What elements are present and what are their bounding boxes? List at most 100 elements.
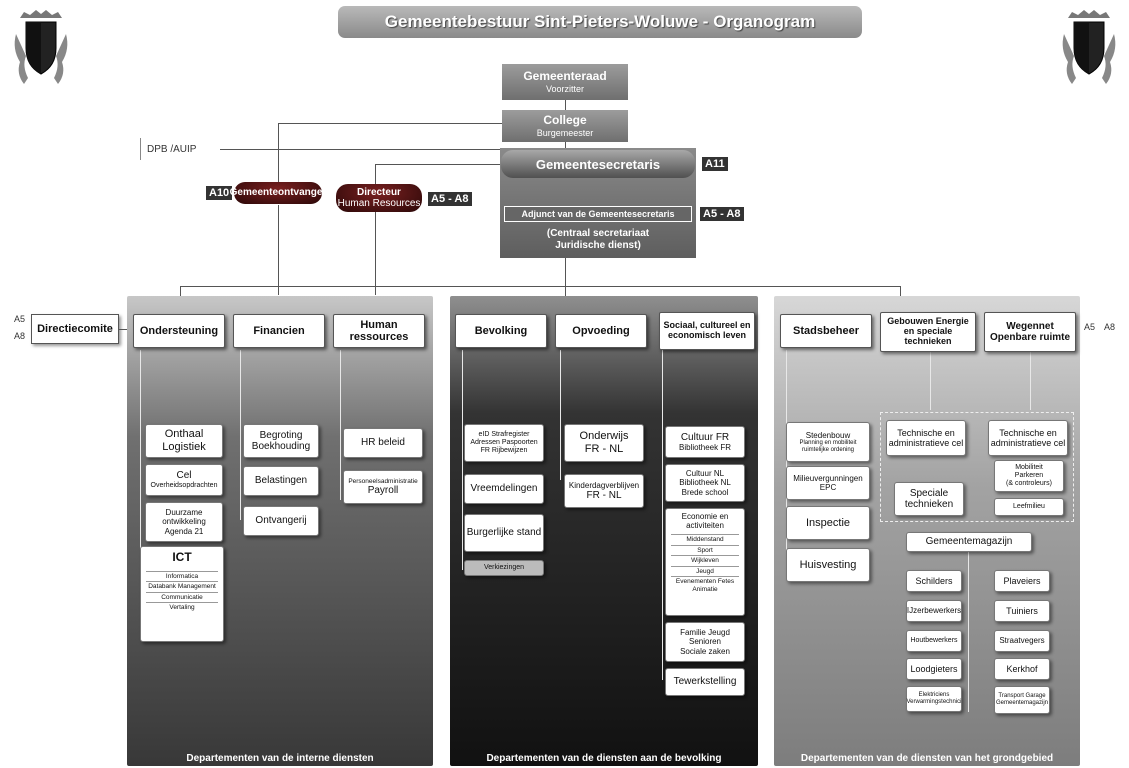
box-line: Logistiek — [162, 441, 206, 453]
box-line: Technische en — [999, 427, 1057, 438]
grade-badge: A10 — [206, 186, 233, 200]
box-line: Onthaal — [164, 428, 204, 441]
gemeentesecretaris-box: Gemeentesecretaris — [501, 150, 695, 178]
grade-label: A8 — [14, 331, 26, 341]
box-werkplaats: Straatvegers — [994, 630, 1050, 652]
grade-label: A8 — [1104, 322, 1116, 332]
box-duurzame: Duurzame ontwikkeling Agenda 21 — [145, 502, 223, 542]
box-line: Verkiezingen — [483, 563, 525, 571]
head-gebouwen: Gebouwen Energie en speciale technieken — [880, 312, 976, 352]
box-werkplaats: Houtbewerkers — [906, 630, 962, 652]
hr-director-line1: Directeur — [357, 186, 401, 198]
box-line: HR beleid — [361, 437, 405, 449]
box-speciale-technieken: Speciale technieken — [894, 482, 964, 516]
box-line: Inspectie — [805, 516, 851, 529]
centraal-secretariaat: (Centraal secretariaat Juridische dienst… — [504, 228, 692, 252]
grade-badge: A5 - A8 — [700, 207, 744, 221]
head-financien: Financien — [233, 314, 325, 348]
connector — [565, 100, 566, 114]
box-werkplaats: Elektriciens Verwarmingstechnici — [906, 686, 962, 712]
box-tewerkstelling: Tewerkstelling — [665, 668, 745, 696]
box-line: Bibliotheek NL — [679, 478, 731, 488]
connector — [930, 350, 931, 410]
box-line: Mobiliteit — [1015, 463, 1043, 471]
box-werkplaats: Tuiniers — [994, 600, 1050, 622]
connector — [340, 350, 341, 500]
page-title: Gemeentebestuur Sint-Pieters-Woluwe - Or… — [338, 6, 862, 38]
economie-item: Evenementen Fetes Animatie — [670, 576, 740, 594]
box-line: Milieuvergunningen — [793, 473, 863, 483]
box-line: Begroting — [259, 429, 303, 441]
connector — [220, 149, 502, 150]
box-line: EPC — [819, 483, 837, 492]
panel-footer: Departementen van de diensten van het gr… — [800, 753, 1054, 764]
box-line: Brede school — [681, 487, 729, 497]
box-werkplaats: IJzerbewerkers — [906, 600, 962, 622]
box-line: eID Strafregister — [478, 430, 530, 438]
connector — [240, 350, 241, 520]
box-werkplaats: Kerkhof — [994, 658, 1050, 680]
connector — [900, 286, 901, 296]
connector — [140, 350, 141, 570]
box-begroting: Begroting Boekhouding — [243, 424, 319, 458]
grade-badge: A11 — [702, 157, 728, 171]
box-stedenbouw: Stedenbouw Planning en mobiliteit ruimte… — [786, 422, 870, 462]
box-personeel: Personeelsadministratie Payroll — [343, 470, 423, 504]
box-line: Adressen Paspoorten — [470, 438, 538, 446]
panel-footer: Departementen van de interne diensten — [186, 753, 374, 764]
box-line: administratieve cel — [888, 438, 964, 448]
connector — [375, 164, 501, 165]
box-werkplaats: Schilders — [906, 570, 962, 592]
box-line: Cultuur NL — [685, 469, 725, 479]
grade-label: A5 — [1084, 322, 1096, 332]
adjunct-box: Adjunct van de Gemeentesecretaris — [504, 206, 692, 222]
box-line: FR - NL — [584, 443, 624, 455]
box-line: FR - NL — [586, 489, 622, 501]
box-ontvangerij: Ontvangerij — [243, 506, 319, 536]
college-box: College Burgemeester — [502, 110, 628, 142]
gemeenteraad-title: Gemeenteraad — [523, 68, 607, 83]
box-verkiezingen: Verkiezingen — [464, 560, 544, 576]
box-line: Familie Jeugd — [680, 628, 730, 638]
box-line: ontwikkeling — [162, 517, 206, 527]
economie-item: Jeugd — [670, 565, 740, 576]
hr-director-box: Directeur Human Resources — [336, 184, 422, 212]
box-cultuur-nl: Cultuur NL Bibliotheek NL Brede school — [665, 464, 745, 502]
head-human-ressources: Human ressources — [333, 314, 425, 348]
gebouwen-wegennet-group — [880, 412, 1074, 522]
ict-item: Informatica — [145, 570, 219, 581]
box-line: Vreemdelingen — [470, 483, 538, 495]
box-onderwijs: Onderwijs FR - NL — [564, 424, 644, 462]
connector — [462, 350, 463, 570]
box-line: (& controleurs) — [1006, 480, 1052, 488]
coat-of-arms-left-icon — [14, 10, 68, 84]
dpb-auip-label: DPB /AUIP — [140, 138, 220, 160]
box-kinderdagverblijven: Kinderdagverblijven FR - NL — [564, 474, 644, 508]
box-techn-cel-gebouwen: Technische en administratieve cel — [886, 420, 966, 456]
economie-title: Economie en activiteiten — [681, 512, 729, 531]
coat-of-arms-right-icon — [1062, 10, 1116, 84]
head-sociaal: Sociaal, cultureel en economisch leven — [659, 312, 755, 350]
directiecomite-box: Directiecomite — [31, 314, 119, 344]
centraal-line1: (Centraal secretariaat — [546, 228, 650, 239]
gemeenteraad-sub: Voorzitter — [545, 83, 585, 94]
box-line: Stedenbouw — [805, 430, 851, 440]
box-line: Belastingen — [254, 475, 308, 487]
head-wegennet: Wegennet Openbare ruimte — [984, 312, 1076, 352]
college-sub: Burgemeester — [536, 127, 594, 138]
connector — [560, 350, 561, 480]
connector — [278, 123, 279, 183]
box-cel: Cel Overheidsopdrachten — [145, 464, 223, 496]
grade-badge: A5 - A8 — [428, 192, 472, 206]
box-line: Boekhouding — [251, 441, 311, 452]
box-leefmilieu: Leefmilieu — [994, 498, 1064, 516]
box-line: Ontvangerij — [255, 515, 307, 527]
box-milieuvergunningen: Milieuvergunningen EPC — [786, 466, 870, 500]
connector — [119, 329, 127, 330]
connector — [565, 142, 566, 152]
box-werkplaats: Plaveiers — [994, 570, 1050, 592]
box-huisvesting: Huisvesting — [786, 548, 870, 582]
box-line: Duurzame — [165, 508, 203, 518]
box-vreemdelingen: Vreemdelingen — [464, 474, 544, 504]
centraal-line2: Juridische dienst) — [555, 240, 641, 251]
